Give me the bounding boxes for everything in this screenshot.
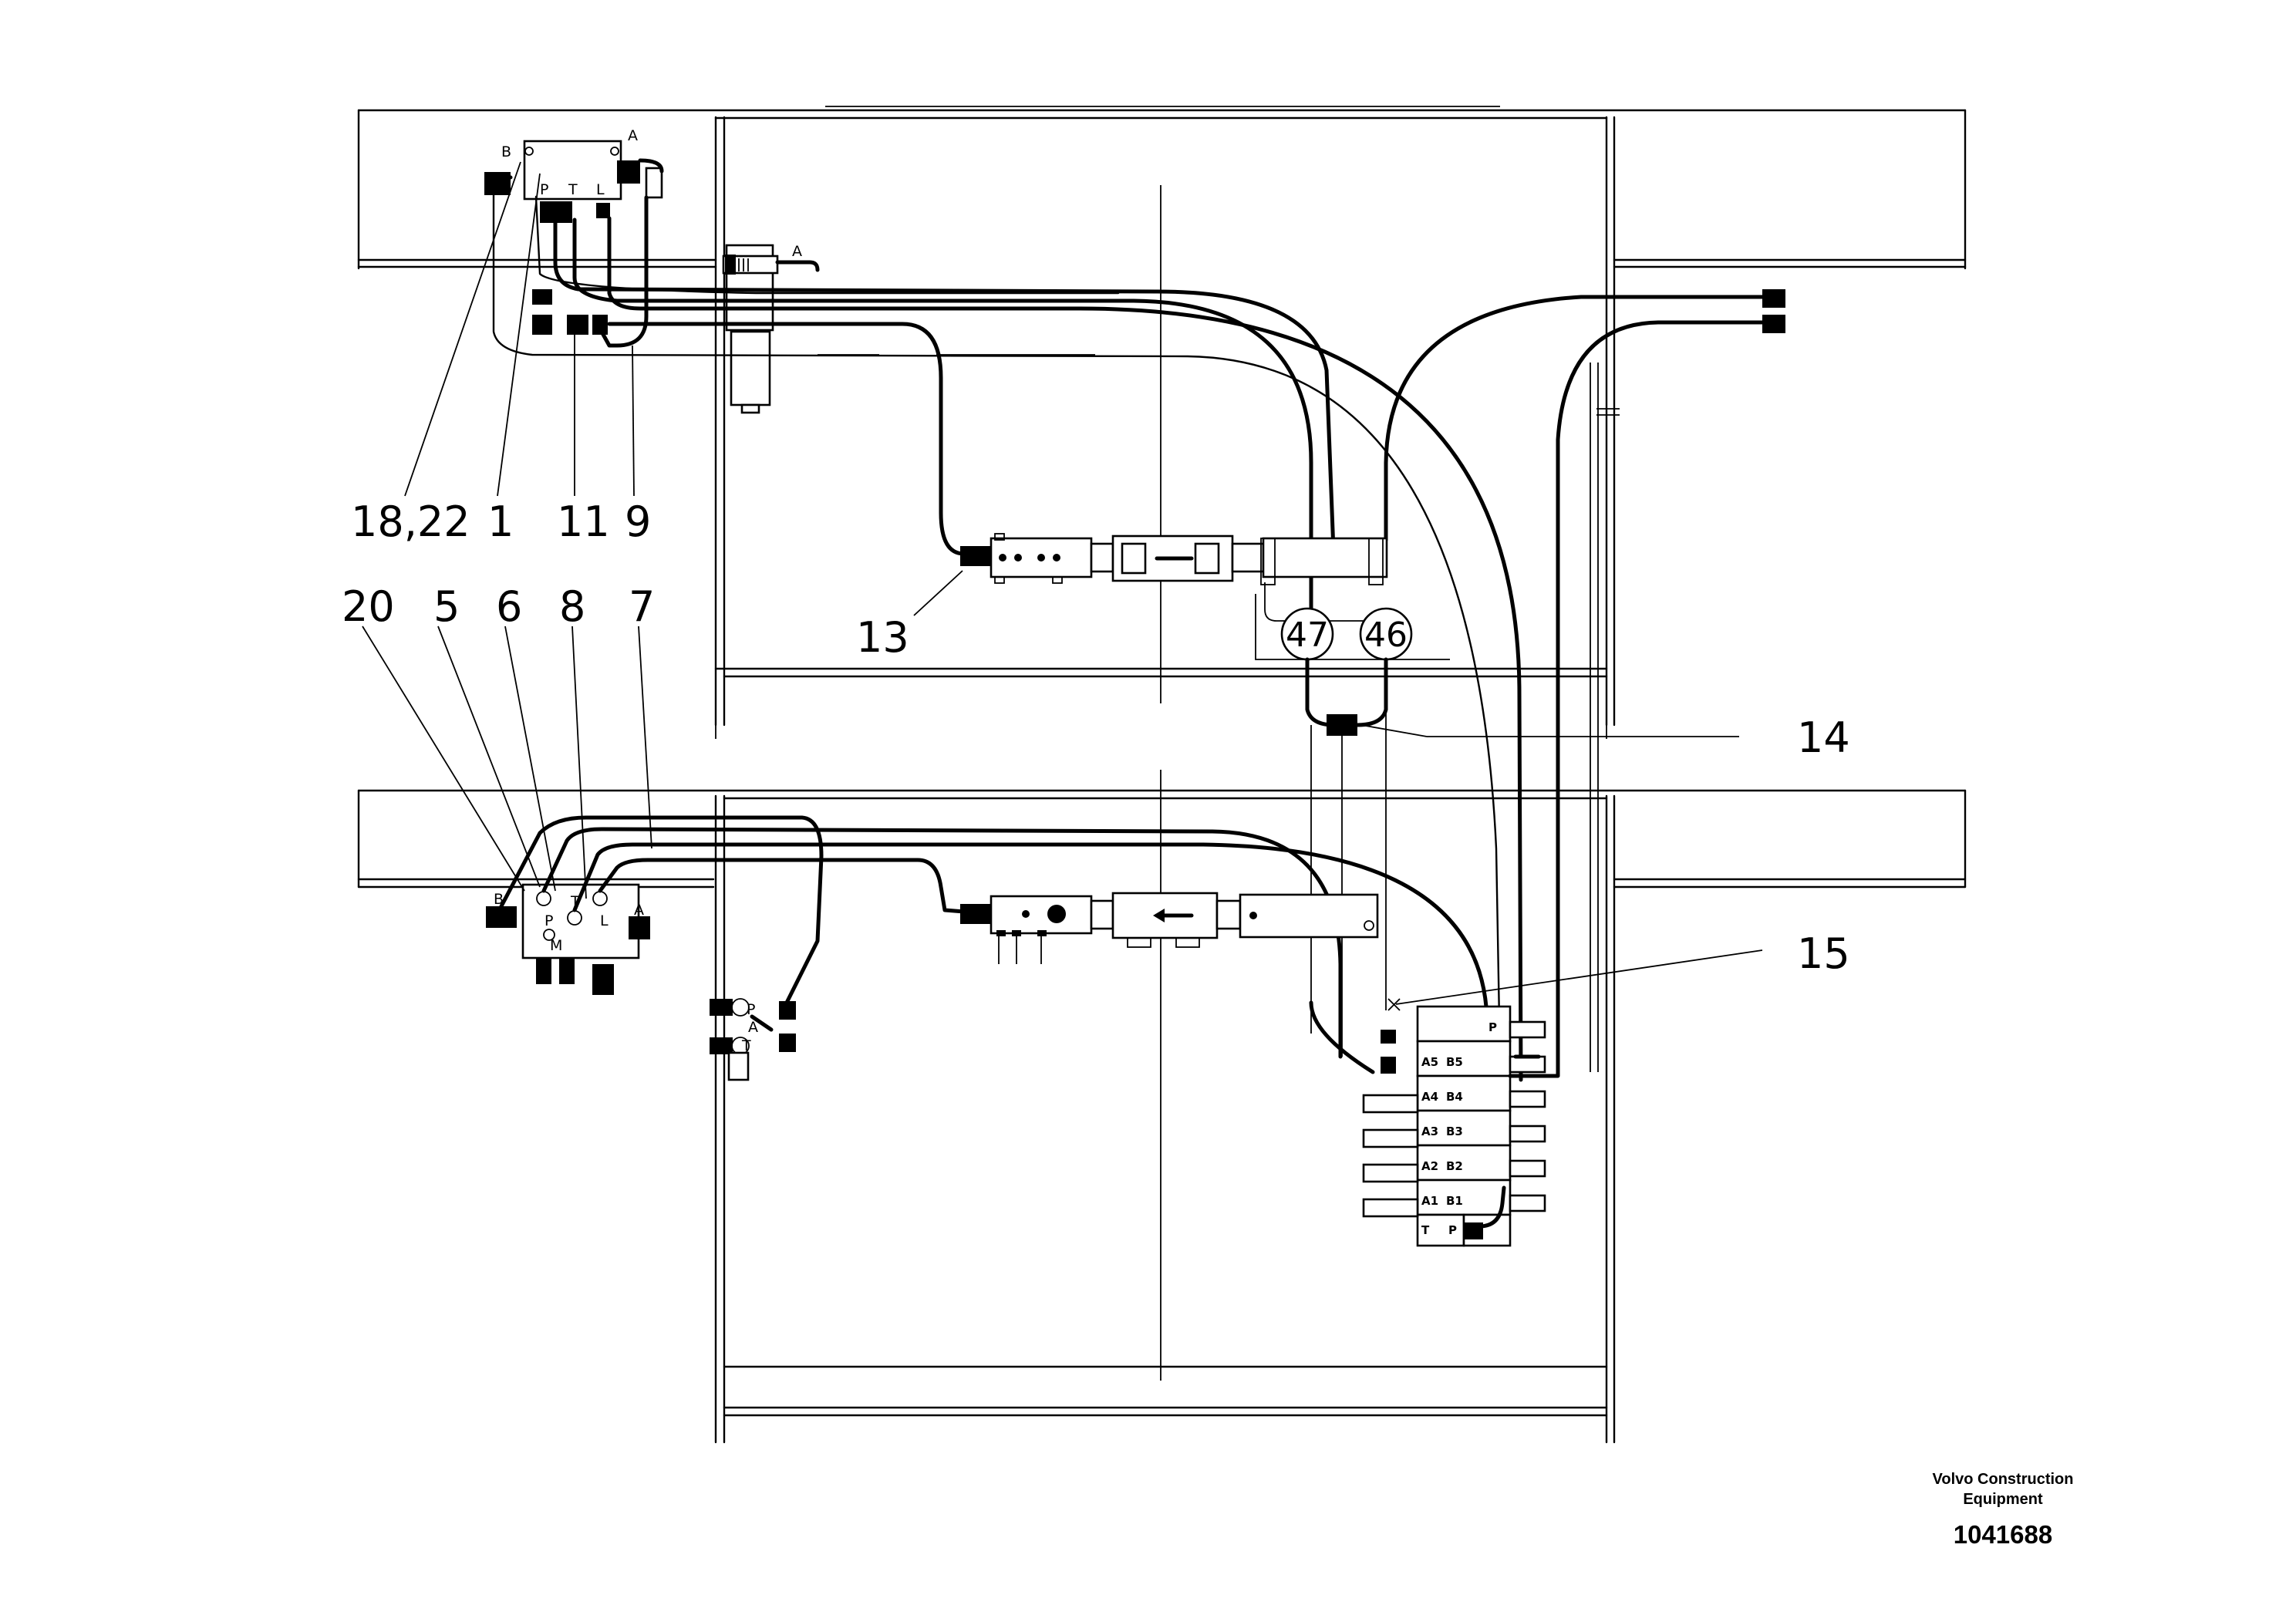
port-l-label: L [596,181,605,198]
reference-circles: 47 46 [1280,607,1413,1057]
control-valve: P A5 B5 A4 B4 A3 B3 A2 B2 A1 B1 T P [1362,998,1560,1247]
callout-7: 7 [629,582,655,631]
company-name-line1: Volvo Construction [1932,1471,2074,1488]
hoses-top [492,191,1765,1082]
hoses-bottom [499,815,1489,1078]
port-t-label: T [568,181,578,198]
cv-b3: B3 [1446,1125,1463,1138]
callout-15: 15 [1797,929,1850,978]
filter-unit: A [722,243,820,414]
company-name-line2: Equipment [1963,1491,2043,1508]
cv-a3: A3 [1421,1125,1438,1138]
title-block: Volvo Construction Equipment 1041688 [1864,1469,2142,1549]
drawing-number: 1041688 [1953,1520,2053,1549]
cv-b4: B4 [1446,1090,1463,1104]
small-port-p-label: P [747,1001,755,1018]
callout-47: 47 [1286,615,1329,655]
cv-a5: A5 [1421,1055,1438,1069]
callout-1: 1 [487,497,514,546]
bottom-port-l-label: L [600,912,609,929]
frame [357,106,1967,1444]
callout-6: 6 [496,582,522,631]
bottom-mid-valve [960,892,1379,964]
callout-14: 14 [1797,713,1850,762]
filter-port-a-label: A [792,243,802,260]
cv-a4: A4 [1421,1090,1438,1104]
cv-a2: A2 [1421,1159,1438,1173]
cv-b2: B2 [1446,1159,1463,1173]
callout-20: 20 [342,582,395,631]
callout-8: 8 [559,582,585,631]
cv-t: T [1421,1223,1430,1237]
callout-5: 5 [433,582,460,631]
cv-p: P [1448,1223,1457,1237]
bottom-port-p-label: P [544,912,553,929]
cv-inlet-p: P [1489,1020,1497,1034]
callout-18-22: 18,22 [351,497,470,546]
cv-b5: B5 [1446,1055,1463,1069]
bottom-port-a-label: A [634,902,644,919]
port-b-label: B [501,143,511,160]
small-port-a-label: A [748,1019,758,1036]
bottom-pilot-valve: B A P T L M [486,883,650,995]
small-valve: P A T [710,998,796,1081]
top-pilot-valve: B A P T L [484,127,664,223]
callout-46: 46 [1364,615,1408,655]
top-fittings [532,289,1785,335]
cv-a1: A1 [1421,1194,1438,1208]
leader-lines [362,161,1763,1005]
mid-valve [960,533,1450,660]
small-port-t-label: T [741,1037,751,1054]
callout-11: 11 [557,497,610,546]
callout-labels: 18,22 1 11 9 20 5 6 8 7 13 14 15 [342,497,1850,978]
callout-13: 13 [856,613,909,662]
callout-9: 9 [625,497,651,546]
port-a-label: A [628,127,638,144]
cv-b1: B1 [1446,1194,1463,1208]
bottom-port-m-label: M [550,937,562,954]
port-p-label: P [540,181,548,198]
